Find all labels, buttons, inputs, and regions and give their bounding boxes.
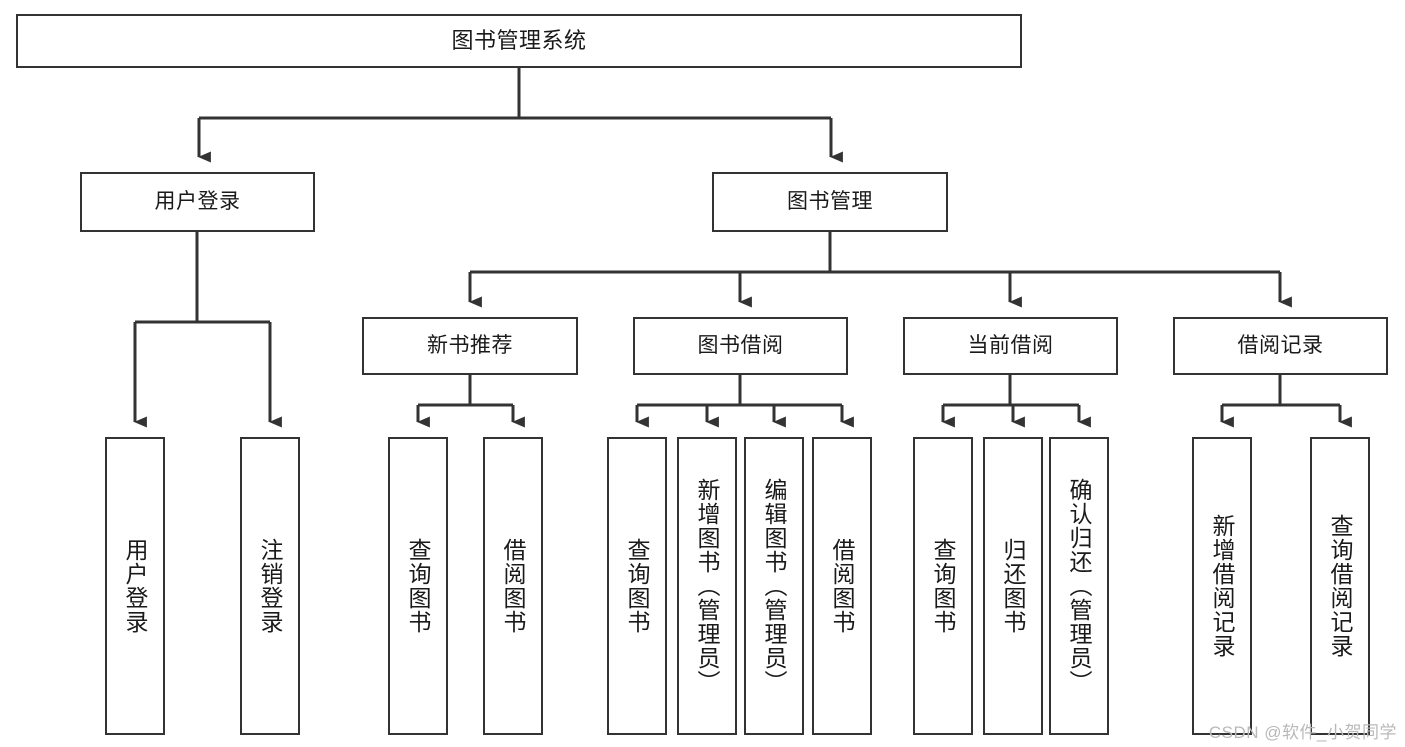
node-current-borrow-label: 当前借阅 xyxy=(967,334,1054,358)
watermark-text: CSDN @软件_小贺同学 xyxy=(1208,723,1397,742)
node-borrow-record-label: 借阅记录 xyxy=(1237,334,1324,358)
node-leaf-borrow-book-1-label: 借阅图书 xyxy=(500,538,527,634)
node-leaf-confirm-return-label: 确认归还（管理员） xyxy=(1066,478,1093,694)
node-book-borrow[interactable]: 图书借阅 xyxy=(633,317,848,375)
node-leaf-return-book-label: 归还图书 xyxy=(1000,538,1027,634)
node-leaf-query-book-3[interactable]: 查询图书 xyxy=(913,437,973,735)
node-book-borrow-label: 图书借阅 xyxy=(697,334,784,358)
node-book-manage[interactable]: 图书管理 xyxy=(712,172,948,232)
node-leaf-return-book[interactable]: 归还图书 xyxy=(983,437,1043,735)
node-book-manage-label: 图书管理 xyxy=(787,190,873,214)
node-leaf-user-logout-label: 注销登录 xyxy=(257,538,284,634)
node-leaf-query-book-3-label: 查询图书 xyxy=(930,538,957,634)
node-user-login[interactable]: 用户登录 xyxy=(80,172,315,232)
node-leaf-borrow-book-2-label: 借阅图书 xyxy=(829,538,856,634)
node-root[interactable]: 图书管理系统 xyxy=(16,14,1022,68)
node-leaf-edit-book-label: 编辑图书（管理员） xyxy=(761,478,788,694)
node-new-book-rec-label: 新书推荐 xyxy=(427,334,513,358)
node-leaf-query-book-2[interactable]: 查询图书 xyxy=(607,437,667,735)
node-new-book-rec[interactable]: 新书推荐 xyxy=(362,317,578,375)
node-leaf-query-record-label: 查询借阅记录 xyxy=(1327,514,1354,658)
node-leaf-add-record-label: 新增借阅记录 xyxy=(1209,514,1236,658)
node-root-label: 图书管理系统 xyxy=(451,27,587,53)
node-leaf-user-login[interactable]: 用户登录 xyxy=(105,437,165,735)
node-borrow-record[interactable]: 借阅记录 xyxy=(1173,317,1388,375)
node-leaf-query-book-2-label: 查询图书 xyxy=(624,538,651,634)
node-leaf-borrow-book-2[interactable]: 借阅图书 xyxy=(812,437,872,735)
node-leaf-add-book[interactable]: 新增图书（管理员） xyxy=(677,437,737,735)
node-leaf-borrow-book-1[interactable]: 借阅图书 xyxy=(483,437,543,735)
node-leaf-confirm-return[interactable]: 确认归还（管理员） xyxy=(1049,437,1109,735)
node-leaf-user-logout[interactable]: 注销登录 xyxy=(240,437,300,735)
node-leaf-add-book-label: 新增图书（管理员） xyxy=(694,478,721,694)
node-leaf-query-book-1-label: 查询图书 xyxy=(405,538,432,634)
node-leaf-edit-book[interactable]: 编辑图书（管理员） xyxy=(744,437,804,735)
node-current-borrow[interactable]: 当前借阅 xyxy=(903,317,1118,375)
node-leaf-user-login-label: 用户登录 xyxy=(122,538,149,634)
node-user-login-label: 用户登录 xyxy=(154,190,241,214)
node-leaf-query-record[interactable]: 查询借阅记录 xyxy=(1310,437,1370,735)
node-leaf-add-record[interactable]: 新增借阅记录 xyxy=(1192,437,1252,735)
node-leaf-query-book-1[interactable]: 查询图书 xyxy=(388,437,448,735)
